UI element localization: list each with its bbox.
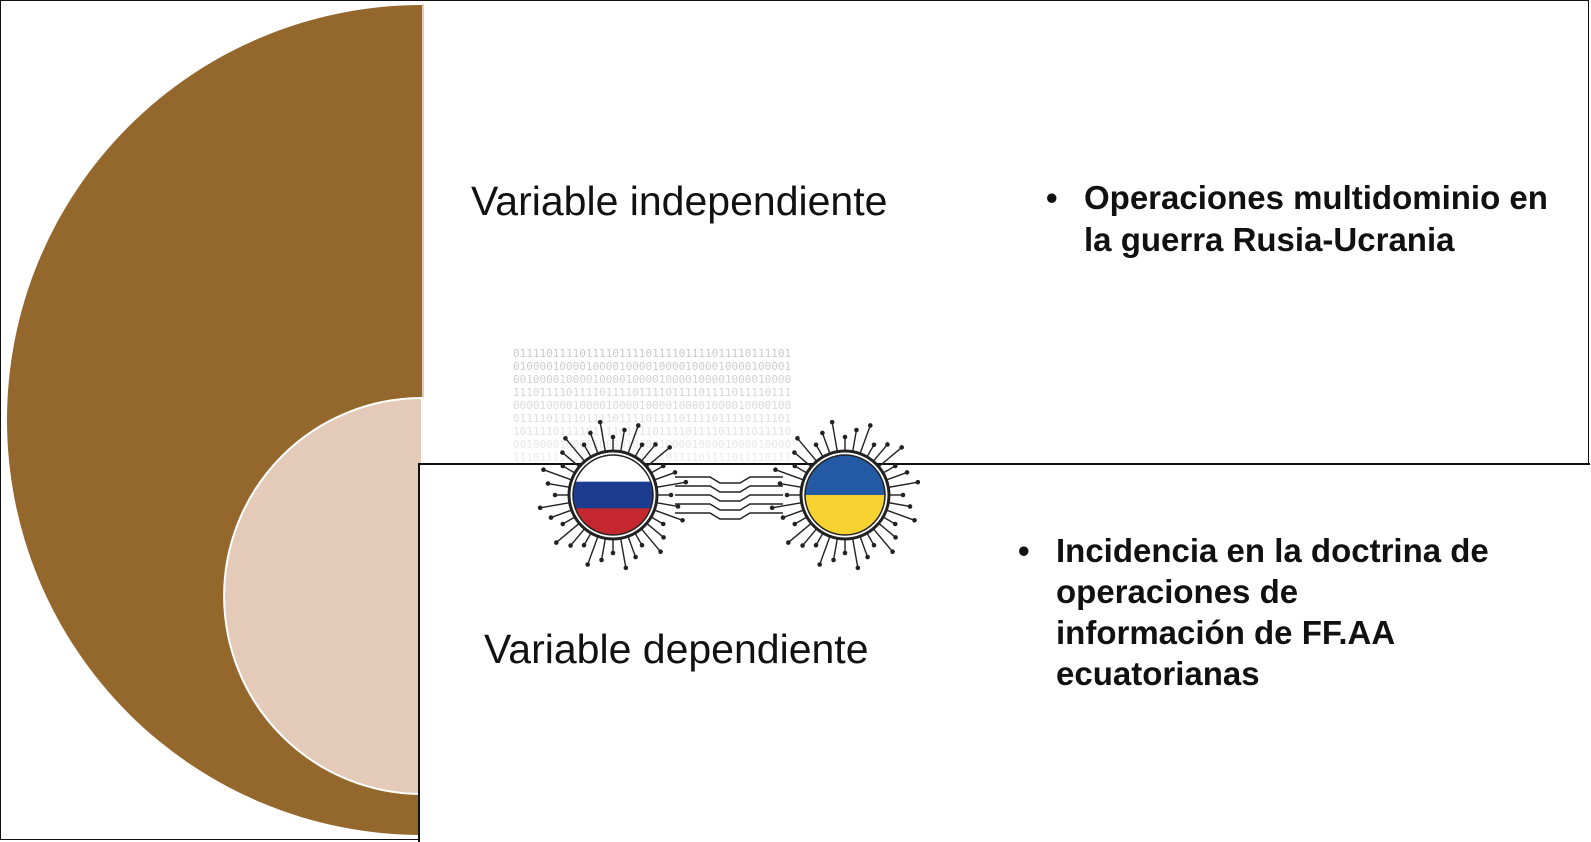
independent-variable-text: Operaciones multidominio en la guerra Ru… xyxy=(1084,179,1548,258)
svg-text:101111011110111101111011110111: 1011110111101111011110111101111011110111… xyxy=(513,425,791,438)
binary-background: 0111101111011110111101111011110111101111… xyxy=(513,347,791,464)
svg-text:111011110111101111011110111101: 1110111101111011110111101111011110111101… xyxy=(513,451,791,464)
circuit-trace xyxy=(675,512,783,520)
bullet-dot: • xyxy=(1046,179,1058,216)
inner-half-circle xyxy=(223,396,423,796)
svg-text:111011110111101111011110111101: 1110111101111011110111101111011110111101… xyxy=(513,386,791,399)
independent-variable-label: Variable independiente xyxy=(471,178,888,224)
dependent-variable-text: Incidencia en la doctrina de operaciones… xyxy=(1056,532,1489,692)
circuit-trace xyxy=(675,503,783,511)
independent-variable-bullet: • Operaciones multidominio en la guerra … xyxy=(1046,177,1566,317)
russia-chip-icon xyxy=(537,419,689,571)
dependent-variable-label: Variable dependiente xyxy=(484,626,869,672)
svg-text:011110111101111011110111101111: 0111101111011110111101111011110111101111… xyxy=(513,347,791,360)
dependent-variable-bullet: • Incidencia en la doctrina de operacion… xyxy=(1018,528,1538,748)
circuit-trace xyxy=(675,485,783,493)
bullet-dot: • xyxy=(1018,532,1030,569)
svg-text:000010000100001000010000100001: 0000100001000010000100001000010000100001… xyxy=(513,399,791,412)
svg-text:010000100001000010000100001000: 0100001000010000100001000010000100001000… xyxy=(513,360,791,373)
ukraine-chip-icon xyxy=(769,419,920,571)
svg-text:001000010000100001000010000100: 0010000100001000010000100001000010000100… xyxy=(513,438,791,451)
circuit-trace xyxy=(675,494,783,502)
russia-ukraine-chips-illustration: 0111101111011110111101111011110111101111… xyxy=(513,347,920,571)
svg-text:001000010000100001000010000100: 0010000100001000010000100001000010000100… xyxy=(513,373,791,386)
circuit-trace xyxy=(675,476,783,484)
svg-text:011110111101111011110111101111: 0111101111011110111101111011110111101111… xyxy=(513,412,791,425)
